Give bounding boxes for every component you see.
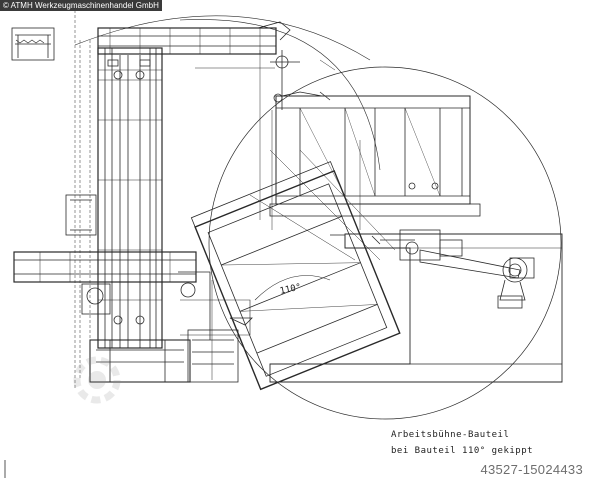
tilt-arc	[254, 275, 331, 301]
machine-base	[89, 271, 253, 383]
construction-lines	[195, 50, 361, 380]
drawing-caption-line1: Arbeitsbühne-Bauteil	[391, 430, 510, 440]
copyright-banner: © ATMH Werkzeugmaschinenhandel GmbH	[0, 0, 162, 11]
upper-fixture-frame	[269, 91, 481, 217]
vertical-column	[65, 47, 163, 349]
robot-arm	[330, 229, 535, 309]
detail-box	[11, 27, 55, 61]
listing-reference-number: 43527-15024433	[480, 462, 583, 477]
upper-swing-arc	[74, 15, 371, 61]
tilted-component	[190, 161, 401, 391]
gear-watermark-icon	[73, 356, 121, 404]
boom-swing-arc	[179, 19, 381, 171]
pivot-lines	[249, 149, 396, 261]
top-boom	[97, 21, 300, 110]
drawing-caption-line2: bei Bauteil 110° gekippt	[391, 446, 534, 456]
tilt-swing-circle	[208, 66, 562, 420]
work-platform	[269, 233, 563, 383]
lower-boom	[13, 251, 197, 315]
